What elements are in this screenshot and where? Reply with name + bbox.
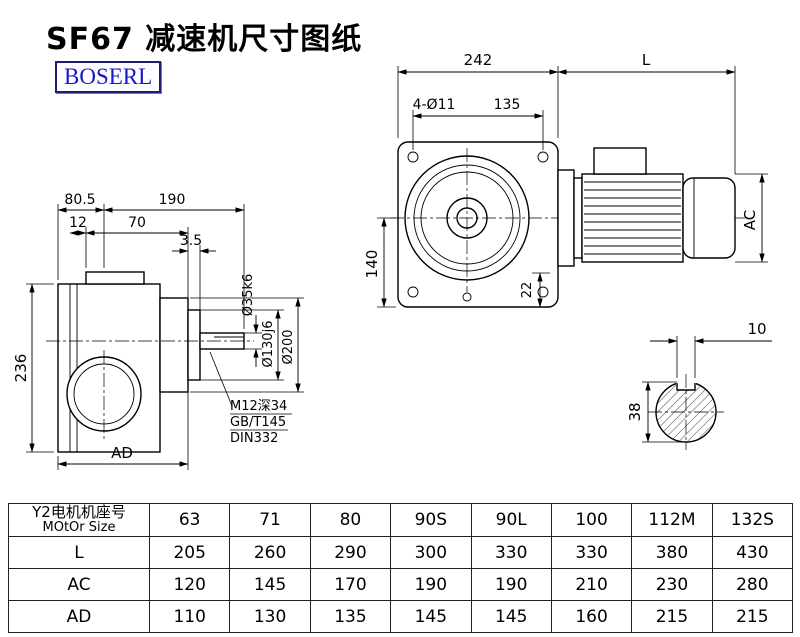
bolt-hole [407, 151, 419, 163]
dim-190-label: 190 [159, 192, 186, 208]
dim-AC-label: AC [741, 210, 759, 230]
dim-22-label: 22 [520, 282, 535, 299]
dim-140-label: 140 [363, 250, 381, 279]
dim-70-label: 70 [128, 215, 146, 231]
note-din-label: DIN332 [230, 431, 278, 446]
table-cell: 100 [550, 503, 633, 537]
terminal-box [593, 147, 647, 175]
table-cell: 110 [148, 600, 231, 633]
table-cell: 290 [309, 536, 392, 569]
dim-242-label: 242 [464, 51, 493, 69]
motor [557, 147, 736, 267]
dia-spigot-label: Ø130j6 [261, 321, 276, 368]
table-cell: 380 [631, 536, 713, 569]
table-cell: 330 [470, 536, 552, 569]
table-cell: 170 [309, 568, 392, 601]
table-cell: 120 [148, 568, 231, 601]
table-cell: 430 [711, 536, 794, 569]
table-cell: 230 [631, 568, 713, 601]
side-view: 80.5 190 12 70 3.5 236 AD [12, 192, 304, 470]
row-label: AC [8, 568, 150, 601]
table-row-AD: AD 110 130 135 145 145 160 215 215 [8, 600, 794, 633]
dim-holes-label: 4-Ø11 [413, 97, 456, 113]
front-view: 242 L 4-Ø11 135 140 22 AC [363, 51, 768, 308]
bolt-hole [462, 292, 472, 302]
table-cell: 190 [390, 568, 472, 601]
keyway [676, 383, 696, 391]
table-cell: 63 [148, 503, 231, 537]
table-cell: 330 [550, 536, 633, 569]
dia-shaft-label: Ø35k6 [241, 274, 256, 317]
dim-236-label: 236 [12, 354, 30, 383]
brand-logo: BOSERL [55, 61, 162, 93]
motor-size-header-cn: Y2电机机座号 [32, 503, 126, 521]
motor-body [581, 173, 684, 263]
motor-size-header-en: MOtOr Size [42, 520, 116, 535]
page-title: SF67 减速机尺寸图纸 [46, 22, 363, 57]
table-cell: 260 [229, 536, 311, 569]
dim-AD-label: AD [111, 444, 133, 462]
dim-38-label: 38 [626, 402, 644, 421]
table-cell: 112M [631, 503, 713, 537]
table-cell: 215 [711, 600, 794, 633]
technical-drawing: 242 L 4-Ø11 135 140 22 AC [12, 51, 772, 470]
table-row-L: L 205 260 290 300 330 330 380 430 [8, 536, 794, 569]
bolt-hole [537, 151, 549, 163]
dim-80-5-label: 80.5 [64, 192, 95, 208]
note-gb-label: GB/T145 [230, 415, 286, 430]
shaft-section-view: 10 38 [626, 320, 772, 450]
table-cell: 145 [470, 600, 552, 633]
table-cell: 215 [631, 600, 713, 633]
table-cell: 130 [229, 600, 311, 633]
table-cell: 135 [309, 600, 392, 633]
table-cell: 210 [550, 568, 633, 601]
table-cell: 90L [470, 503, 552, 537]
table-cell: 300 [390, 536, 472, 569]
table-header-row: Y2电机机座号 MOtOr Size 63 71 80 90S 90L 100 … [8, 503, 794, 537]
dim-12-label: 12 [69, 215, 87, 231]
table-cell: 145 [229, 568, 311, 601]
table-cell: 160 [550, 600, 633, 633]
dia-flange-label: Ø200 [281, 329, 296, 364]
row-label: AD [8, 600, 150, 633]
fan-cover [682, 177, 736, 259]
table-cell: 205 [148, 536, 231, 569]
table-cell: 80 [309, 503, 392, 537]
table-cell: 90S [390, 503, 472, 537]
table-row-AC: AC 120 145 170 190 190 210 230 280 [8, 568, 794, 601]
table-cell: 132S [711, 503, 794, 537]
table-cell: 190 [470, 568, 552, 601]
row-label: L [8, 536, 150, 569]
size-table: Y2电机机座号 MOtOr Size 63 71 80 90S 90L 100 … [8, 503, 794, 633]
table-cell: 71 [229, 503, 311, 537]
dim-L-label: L [642, 51, 651, 69]
dim-10-label: 10 [747, 320, 766, 338]
motor-size-header: Y2电机机座号 MOtOr Size [8, 503, 150, 537]
dim-135-label: 135 [494, 97, 521, 113]
dim-3-5-label: 3.5 [180, 233, 202, 249]
note-tap-label: M12深34 [230, 399, 287, 414]
table-cell: 280 [711, 568, 794, 601]
table-cell: 145 [390, 600, 472, 633]
bolt-hole [407, 286, 419, 298]
